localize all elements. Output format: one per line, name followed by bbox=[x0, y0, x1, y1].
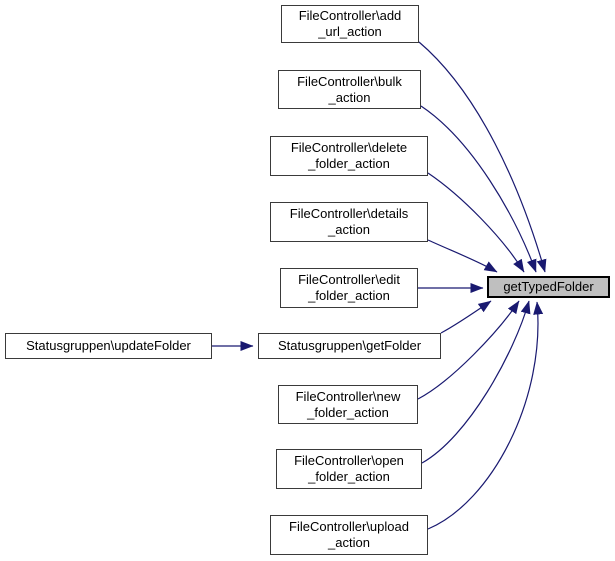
node-filecontroller-delete-folder-action[interactable]: FileController\delete _folder_action bbox=[270, 136, 428, 176]
node-label: FileController\add _url_action bbox=[298, 8, 402, 39]
node-filecontroller-upload-action[interactable]: FileController\upload _action bbox=[270, 515, 428, 555]
node-label: Statusgruppen\updateFolder bbox=[26, 338, 191, 353]
node-filecontroller-open-folder-action[interactable]: FileController\open _folder_action bbox=[276, 449, 422, 489]
node-filecontroller-add-url-action[interactable]: FileController\add _url_action bbox=[281, 5, 419, 43]
edge-new-folder-action-to-gettypedfolder bbox=[417, 300, 520, 400]
node-label: FileController\new _folder_action bbox=[295, 388, 401, 420]
edge-delete-folder-action-to-gettypedfolder bbox=[427, 172, 525, 273]
edge-open-folder-action-to-gettypedfolder bbox=[421, 300, 531, 464]
node-gettypedfolder-highlighted: getTypedFolder bbox=[487, 276, 610, 298]
node-label: FileController\edit _folder_action bbox=[298, 272, 400, 303]
node-filecontroller-details-action[interactable]: FileController\details _action bbox=[270, 202, 428, 242]
node-label: FileController\details _action bbox=[289, 206, 409, 237]
node-label: Statusgruppen\getFolder bbox=[277, 338, 422, 353]
node-label: FileController\upload _action bbox=[289, 519, 409, 550]
node-label: FileController\delete _folder_action bbox=[290, 140, 408, 171]
edge-upload-action-to-gettypedfolder bbox=[427, 301, 544, 530]
edge-bulk-action-to-gettypedfolder bbox=[420, 105, 537, 273]
edge-details-action-to-gettypedfolder bbox=[427, 239, 498, 273]
node-label: FileController\open _folder_action bbox=[294, 453, 404, 484]
node-statusgruppen-getfolder[interactable]: Statusgruppen\getFolder bbox=[258, 333, 441, 359]
node-filecontroller-bulk-action[interactable]: FileController\bulk _action bbox=[278, 70, 421, 109]
node-label: FileController\bulk _action bbox=[297, 73, 402, 105]
edge-getfolder-to-gettypedfolder bbox=[440, 300, 492, 334]
node-label: getTypedFolder bbox=[503, 279, 594, 294]
node-filecontroller-edit-folder-action[interactable]: FileController\edit _folder_action bbox=[280, 268, 418, 308]
edge-add-url-action-to-gettypedfolder bbox=[418, 41, 547, 273]
node-statusgruppen-updatefolder[interactable]: Statusgruppen\updateFolder bbox=[5, 333, 212, 359]
node-filecontroller-new-folder-action[interactable]: FileController\new _folder_action bbox=[278, 385, 418, 424]
